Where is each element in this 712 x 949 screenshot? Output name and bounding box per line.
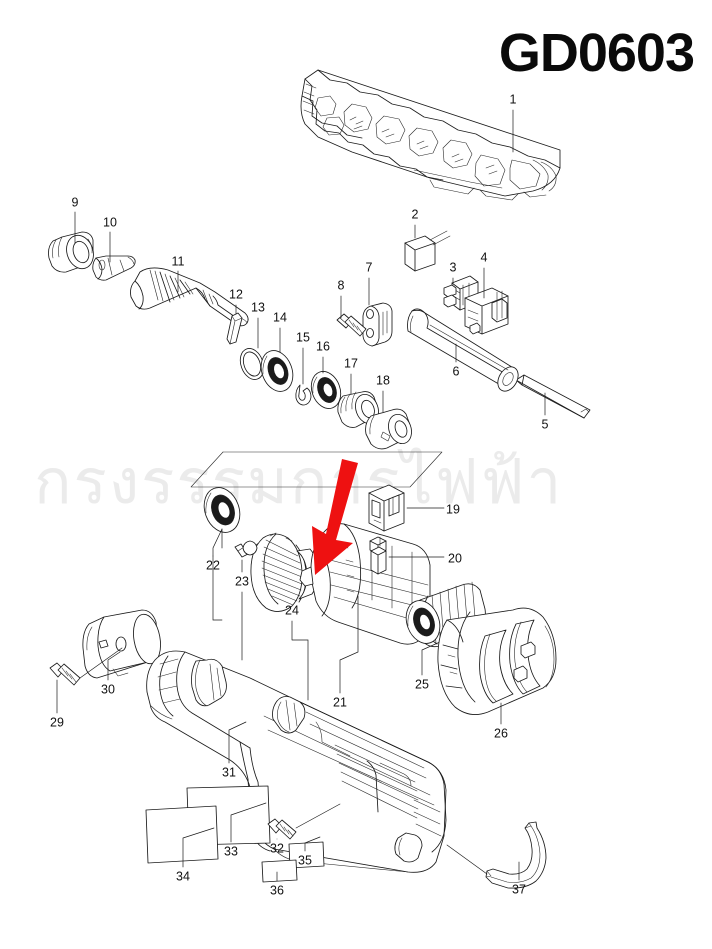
leader-7: 7 [366, 260, 373, 306]
leader-9: 9 [72, 195, 79, 244]
callout-29-label: 29 [50, 715, 64, 729]
callout-17-label: 17 [344, 356, 358, 370]
leader-22: 22 [206, 528, 223, 621]
part-4-switch [464, 287, 509, 335]
part-12-pin [226, 312, 243, 345]
callout-10-label: 10 [103, 215, 117, 229]
assembly-guide-box [190, 451, 443, 488]
leader-35: 35 [298, 836, 321, 867]
leader-34: 34 [176, 827, 215, 883]
leader-29: 29 [50, 679, 64, 729]
part-5-power-supply-cord [515, 374, 591, 419]
leader-20: 20 [388, 551, 462, 565]
part-25-ball-bearing-front [405, 600, 441, 644]
leader-18: 18 [376, 373, 390, 413]
part-15-retaining-ring [295, 384, 312, 406]
callout-31-label: 31 [222, 765, 236, 779]
part-36-label-tiny [261, 859, 298, 883]
callout-26-label: 26 [494, 726, 508, 740]
leader-23: 23 [235, 559, 249, 661]
part-11-spindle [130, 267, 249, 327]
leader-6: 6 [453, 343, 460, 378]
callout-37-label: 37 [512, 882, 526, 896]
part-18-bearing-box [365, 408, 412, 450]
callout-2-label: 2 [412, 207, 419, 221]
part-26-field-stator [437, 607, 557, 716]
model-number-title: GD0603 [498, 23, 695, 83]
callout-23-label: 23 [235, 574, 249, 588]
part-16-ball-bearing-small [310, 371, 342, 409]
leader-15: 15 [296, 330, 310, 385]
leader-24: 24 [285, 603, 309, 701]
part-37-wire-guard-hook [446, 821, 547, 889]
callout-35-label: 35 [298, 853, 312, 867]
part-9-collet-nut [48, 231, 94, 273]
leader-14: 14 [273, 310, 287, 353]
leader-30: 30 [101, 651, 121, 696]
callout-3-label: 3 [450, 260, 457, 274]
leader-19: 19 [406, 502, 460, 516]
part-20-carbon-brush [369, 536, 387, 575]
leader-1: 1 [510, 92, 517, 153]
leader-36: 36 [270, 871, 284, 897]
part-22-ball-bearing-rear [203, 487, 241, 533]
leader-13: 13 [251, 300, 265, 349]
leader-11: 11 [172, 254, 185, 293]
part-29-tapping-screw-tail [49, 647, 123, 686]
callout-8-label: 8 [338, 278, 345, 292]
part-14-ball-bearing [260, 350, 294, 392]
leader-21: 21 [333, 595, 359, 709]
part-32-tapping-screw-plate [267, 803, 341, 840]
part-2-noise-suppressor [404, 230, 451, 272]
callout-5-label: 5 [542, 417, 549, 431]
leader-32: 32 [270, 838, 284, 855]
callout-16-label: 16 [316, 339, 330, 353]
callout-21-label: 21 [333, 695, 347, 709]
callout-14-label: 14 [273, 310, 287, 324]
callout-22-label: 22 [206, 558, 220, 572]
leader-8: 8 [338, 278, 345, 319]
callout-24-label: 24 [285, 603, 299, 617]
callout-1-label: 1 [510, 92, 517, 106]
part-30-tail-cover [82, 609, 161, 679]
callout-6-label: 6 [453, 364, 460, 378]
callout-9-label: 9 [72, 195, 79, 209]
callout-36-label: 36 [270, 883, 284, 897]
red-highlight-arrow [312, 459, 358, 575]
callout-12-label: 12 [229, 287, 243, 301]
part-34-caution-plate [145, 805, 219, 864]
leader-10: 10 [103, 215, 117, 263]
callout-20-label: 20 [448, 551, 462, 565]
callout-18-label: 18 [376, 373, 390, 387]
leader-33: 33 [224, 802, 267, 858]
callout-30-label: 30 [101, 682, 115, 696]
callout-11-label: 11 [172, 254, 185, 268]
leader-5: 5 [542, 392, 549, 431]
callout-19-label: 19 [446, 502, 460, 516]
callout-32-label: 32 [270, 841, 284, 855]
leader-31: 31 [222, 721, 247, 779]
leader-37: 37 [512, 861, 526, 896]
part-10-collet-cone [92, 255, 136, 281]
callout-13-label: 13 [251, 300, 265, 314]
leader-4: 4 [481, 250, 488, 299]
callout-15-label: 15 [296, 330, 310, 344]
part-7-bearing-retainer [362, 302, 393, 347]
callout-25-label: 25 [415, 677, 429, 691]
callout-33-label: 33 [224, 844, 238, 858]
callout-34-label: 34 [176, 869, 190, 883]
part-19-brush-holder [368, 484, 405, 532]
leader-12: 12 [229, 287, 243, 315]
callout-7-label: 7 [366, 260, 373, 274]
leader-26: 26 [494, 702, 508, 740]
leader-17: 17 [344, 356, 358, 395]
part-6-cord-guard [407, 308, 519, 392]
leader-16: 16 [316, 339, 330, 374]
leader-3: 3 [450, 260, 457, 284]
leader-2: 2 [412, 207, 419, 239]
part-1-housing-set [300, 69, 561, 201]
callout-4-label: 4 [481, 250, 488, 264]
